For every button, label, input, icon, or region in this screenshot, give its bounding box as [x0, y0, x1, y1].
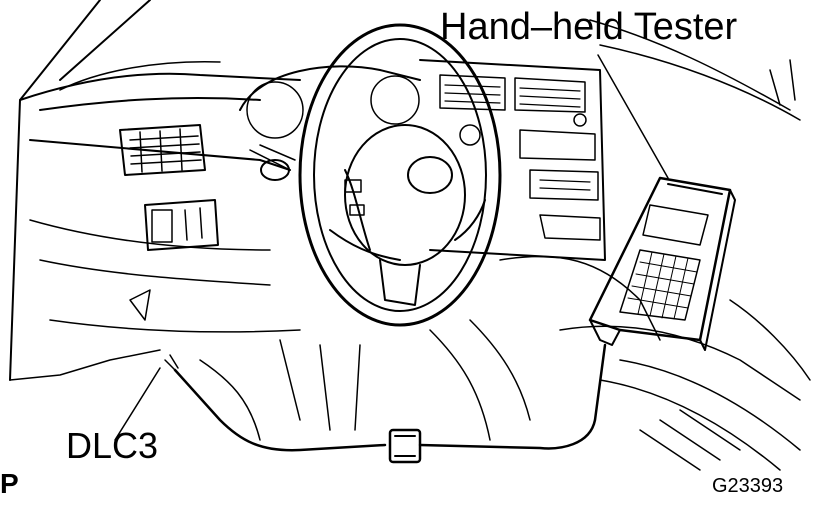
instrument-cluster — [239, 65, 421, 181]
tester-leader — [597, 54, 669, 179]
dashboard — [9, 61, 811, 471]
hand-held-tester — [588, 176, 736, 351]
tester-label: Hand–held Tester — [440, 6, 738, 48]
switch-panel — [129, 199, 219, 321]
figure-code: G23393 — [712, 475, 784, 497]
left-air-vent — [119, 124, 206, 176]
dlc3-leader — [114, 367, 161, 441]
windshield-lines — [9, 0, 801, 381]
corner-mark: P — [0, 468, 19, 499]
dlc3-label: DLC3 — [66, 425, 159, 466]
steering-wheel — [298, 23, 502, 327]
tester-cable — [164, 343, 607, 464]
center-console — [419, 59, 606, 261]
